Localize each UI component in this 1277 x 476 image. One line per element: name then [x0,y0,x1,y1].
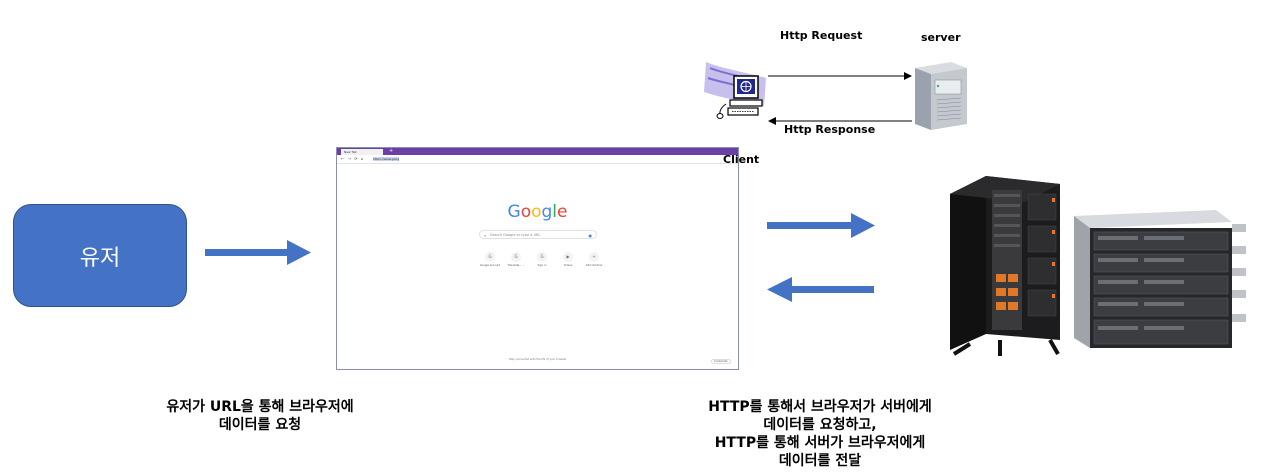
shortcut-label: Google Account [479,264,501,267]
caption-browser-server: HTTP를 통해서 브라우저가 서버에게 데이터를 요청하고, HTTP를 통해… [660,398,980,470]
user-box: 유저 [13,204,187,307]
caption-line: HTTP를 통해서 브라우저가 서버에게 [708,399,932,415]
search-placeholder: Search Google or type a URL [490,233,541,237]
search-icon: ⌕ [484,233,487,238]
arrow-http-request [768,72,912,80]
shortcut-label: Translate - ... [507,264,525,267]
arrow-server-to-browser [767,277,874,302]
shortcut-icon: ▶ [563,252,573,262]
new-tab-icon: + [389,148,394,154]
footer-text: Stay connected with the life of your bro… [509,358,567,361]
google-search-box: ⌕ Search Google or type a URL ● [479,230,597,239]
server-hardware-icon [950,176,1246,356]
shortcut-tile: G Translate - ... [501,252,531,267]
google-logo: Google [337,202,738,222]
http-request-label: Http Request [780,29,863,42]
caption-line: 데이터를 요청하고, [763,417,877,433]
http-response-label: Http Response [784,123,876,136]
shortcut-label: Sign in [537,264,547,267]
caption-line: 데이터를 요청 [218,417,302,433]
google-logo-letter: o [531,202,542,222]
address-url: https://www.google.com [373,157,399,161]
caption-line: 유저가 URL을 통해 브라우저에 [166,399,354,415]
caption-user-to-browser: 유저가 URL을 통해 브라우저에 데이터를 요청 [140,398,380,434]
nav-buttons-icon: ← → ⟳ ⌂ [341,156,365,161]
shortcut-icon: G [485,252,495,262]
customize-button: Customize [711,359,731,364]
shortcut-label: Videos [563,264,573,267]
arrow-user-to-browser [205,240,311,265]
browser-tab: New Tab [341,149,383,155]
shortcut-tile: + Add shortcut [579,252,609,267]
google-logo-letter: e [557,202,568,222]
server-tower-icon [915,62,967,130]
address-bar: ← → ⟳ ⌂ https://www.google.com [337,155,738,164]
client-computer-icon [704,62,766,119]
shortcut-tile: ▶ Videos [553,252,583,267]
google-logo-letter: o [520,202,532,222]
google-logo-letter: g [541,202,553,222]
shortcut-icon: G [511,252,521,262]
caption-line: HTTP를 통해 서버가 브라우저에게 [714,435,926,451]
browser-screenshot: New Tab + ← → ⟳ ⌂ https://www.google.com… [336,147,739,370]
arrow-http-response [768,117,912,125]
arrow-browser-to-server [767,213,875,238]
user-label: 유저 [79,245,121,271]
shortcut-icon: G [537,252,547,262]
google-logo-letter: G [507,202,521,222]
client-label: Client [723,153,760,166]
browser-tab-bar: New Tab + [337,148,738,155]
shortcut-tile: G Sign in [527,252,557,267]
caption-line: 데이터를 전달 [778,453,862,469]
server-label: server [921,31,961,44]
mic-icon: ● [588,233,593,238]
shortcut-icon: + [589,252,599,262]
shortcut-tile: G Google Account [475,252,505,267]
google-logo-letter: l [552,202,558,222]
shortcut-label: Add shortcut [585,264,603,267]
